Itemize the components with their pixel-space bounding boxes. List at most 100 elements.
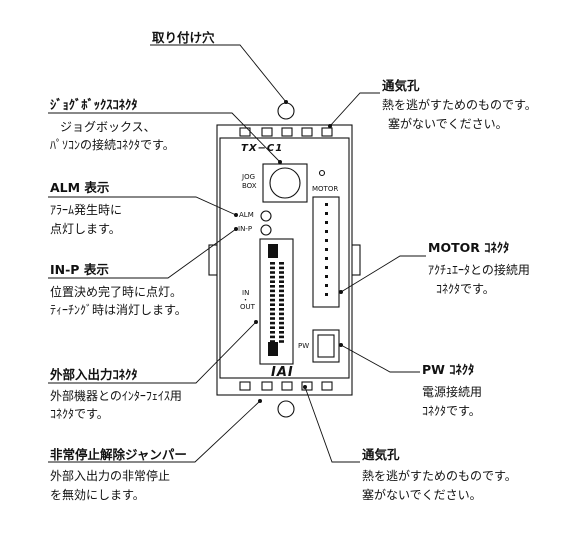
io-pin	[270, 331, 275, 334]
io-label-in: IN	[242, 289, 250, 297]
pw-line2: ｺﾈｸﾀです。	[422, 404, 481, 418]
motor-pin	[325, 257, 328, 260]
alm-led	[260, 210, 272, 222]
inp-line1: 位置決め完了時に点灯。	[50, 285, 183, 299]
pw-title: PW ｺﾈｸﾀ	[422, 362, 475, 377]
io-pin	[279, 271, 284, 274]
leader-jog-box	[48, 112, 281, 163]
motor-pin	[325, 221, 328, 224]
vent-bottom-line1: 熱を逃がすためのものです。	[362, 469, 517, 483]
jog-box-line2: ﾊﾟｿｺﾝの接続ｺﾈｸﾀです。	[50, 138, 175, 152]
vent-top-line2: 塞がないでください。	[388, 117, 508, 131]
motor-pin	[325, 293, 328, 296]
motor-pin	[325, 212, 328, 215]
motor-pin	[325, 230, 328, 233]
inp-label: IN-P	[238, 225, 253, 233]
io-pin	[279, 317, 284, 320]
model-label: TX−C1	[241, 143, 284, 154]
io-connector-pins	[270, 262, 284, 343]
io-pin	[270, 317, 275, 320]
io-pin	[279, 326, 284, 329]
io-pin	[270, 340, 275, 343]
top-mount-hole	[277, 102, 295, 120]
io-pin	[279, 275, 284, 279]
inp-title: IN-P 表示	[50, 262, 109, 277]
alm-line2: 点灯します。	[50, 222, 121, 236]
leader-motor	[340, 255, 426, 293]
brand-logo: IAI	[271, 365, 294, 380]
leader-inp	[48, 228, 237, 279]
motor-pin	[325, 239, 328, 242]
io-pin	[279, 331, 284, 334]
io-pin	[270, 308, 275, 311]
leader-estop	[48, 400, 261, 463]
leader-mount-hole	[150, 44, 287, 103]
io-pin	[279, 303, 284, 306]
io-pin	[270, 303, 275, 306]
alm-label: ALM	[239, 211, 254, 219]
pw-label: PW	[298, 342, 310, 350]
vent-top-title: 通気孔	[382, 78, 420, 93]
pw-connector-inner	[317, 334, 335, 358]
front-panel	[219, 137, 350, 379]
io-connector	[259, 238, 294, 365]
jog-box-frame	[262, 163, 308, 203]
io-pin	[279, 321, 284, 325]
motor-pin	[325, 248, 328, 251]
motor-pin	[325, 275, 328, 278]
vent-top-line1: 熱を逃がすためのものです。	[382, 98, 537, 112]
motor-connector	[312, 196, 340, 308]
io-pin	[270, 262, 275, 265]
pw-line1: 電源接続用	[422, 385, 483, 399]
bottom-mount-hole	[277, 400, 295, 418]
controller-housing	[216, 124, 353, 396]
jog-box-label-2: BOX	[242, 182, 257, 190]
io-label-dot: ・	[242, 296, 249, 304]
io-pin	[279, 262, 284, 265]
io-pin	[270, 266, 275, 270]
io-label-out: OUT	[240, 303, 255, 311]
io-pin	[279, 308, 284, 311]
io-pin	[279, 289, 284, 293]
leader-alm	[48, 196, 237, 216]
jog-box-line1: ジョグボックス、	[60, 120, 156, 134]
io-pin	[270, 280, 275, 283]
inp-line2: ﾃｨｰﾁﾝｸﾞ時は消灯します。	[50, 303, 187, 317]
motor-pin	[325, 266, 328, 269]
leader-pw	[340, 344, 420, 373]
io-pin	[270, 321, 275, 325]
alm-title: ALM 表示	[50, 180, 110, 195]
mount-hole-title: 取り付け穴	[152, 30, 215, 45]
io-line1: 外部機器とのｲﾝﾀｰﾌｪｲｽ用	[50, 389, 182, 403]
io-line2: ｺﾈｸﾀです。	[50, 407, 109, 421]
alm-line1: ｱﾗｰﾑ発生時に	[50, 203, 123, 217]
io-pin	[279, 294, 284, 297]
io-pin	[279, 312, 284, 316]
io-pin	[270, 285, 275, 288]
motor-line2: ｺﾈｸﾀです。	[436, 282, 495, 296]
motor-label: MOTOR	[312, 185, 339, 193]
io-pin	[279, 298, 284, 302]
io-pin	[279, 280, 284, 283]
vent-bottom-line2: 塞がないでください。	[362, 488, 482, 502]
io-pin	[279, 266, 284, 270]
estop-title: 非常停止解除ジャンパー	[50, 447, 187, 462]
motor-pin	[325, 203, 328, 206]
bottom-vent-slots	[239, 381, 333, 391]
io-pin	[270, 335, 275, 339]
io-title: 外部入出力ｺﾈｸﾀ	[50, 367, 138, 382]
motor-connector-pins	[325, 203, 328, 296]
io-pin	[270, 326, 275, 329]
io-pin	[279, 285, 284, 288]
estop-line2: を無効にします。	[50, 488, 145, 502]
io-latches	[268, 244, 278, 356]
io-pin	[270, 275, 275, 279]
vent-bottom-title: 通気孔	[362, 447, 400, 462]
motor-pin	[325, 284, 328, 287]
io-pin	[270, 289, 275, 293]
inp-led	[260, 224, 272, 236]
io-pin	[270, 271, 275, 274]
io-pin	[270, 294, 275, 297]
leader-vent-top	[329, 92, 380, 127]
